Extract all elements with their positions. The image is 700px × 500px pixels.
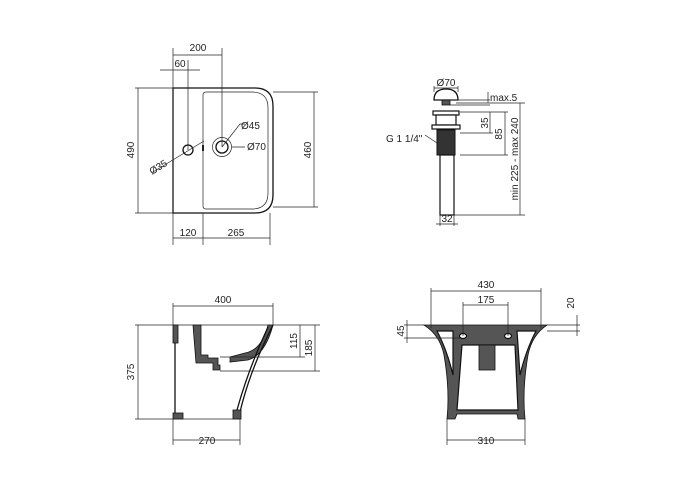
dim-185: 185 [304, 339, 315, 356]
dim-85: 85 [494, 128, 505, 140]
pedestal-front [239, 324, 274, 413]
dim-max5: max.5 [490, 93, 518, 104]
dim-32: 32 [441, 214, 453, 225]
dim-430: 430 [478, 280, 495, 291]
dim-length: min 225 - max 240 [510, 117, 521, 200]
drain-block [478, 344, 496, 371]
dim-400: 400 [215, 295, 232, 306]
bowl-outline [202, 91, 269, 210]
dim-45: 45 [396, 325, 407, 337]
dim-375: 375 [126, 363, 137, 380]
dim-20: 20 [566, 297, 577, 309]
top-view: 200 60 490 460 Ø35 Ø45 Ø70 120 265 [126, 43, 318, 245]
dim-tap-hole: Ø35 [148, 158, 170, 178]
pedestal-inner [236, 326, 269, 411]
drain-stem [441, 99, 451, 106]
drain-view: Ø70 max.5 35 85 min 225 - max 240 G 1 1/… [386, 78, 525, 226]
side-view: 400 375 115 185 270 [126, 295, 320, 447]
thread-label: G 1 1/4" [386, 134, 423, 145]
dim-drain-outer: Ø70 [247, 142, 266, 153]
drain-body [435, 114, 457, 126]
wall-bracket [172, 324, 179, 344]
right-cutout [516, 330, 537, 376]
center-opening [456, 344, 519, 411]
dim-200: 200 [190, 43, 207, 54]
dim-175: 175 [478, 295, 495, 306]
dim-310: 310 [478, 436, 495, 447]
dim-cap: Ø70 [437, 78, 456, 89]
dim-270: 270 [199, 436, 216, 447]
dim-120: 120 [180, 228, 197, 239]
drain-nut [431, 124, 461, 130]
dim-35: 35 [480, 117, 491, 129]
left-cutout [436, 330, 454, 376]
dim-drain-inner: Ø45 [241, 121, 260, 132]
overflow [202, 145, 204, 151]
dim-115: 115 [289, 333, 300, 349]
basin-outline [172, 87, 274, 214]
drain-cap [433, 88, 459, 101]
drain-thread [436, 129, 456, 156]
dim-460: 460 [303, 141, 314, 158]
dim-490: 490 [126, 141, 137, 158]
front-view: 430 175 20 45 310 [396, 280, 580, 447]
bowl-section [192, 324, 221, 371]
dim-265: 265 [228, 228, 245, 239]
front-foot [232, 409, 242, 420]
back-foot [172, 412, 184, 420]
drain-pipe [439, 154, 455, 216]
dim-60: 60 [174, 59, 186, 70]
